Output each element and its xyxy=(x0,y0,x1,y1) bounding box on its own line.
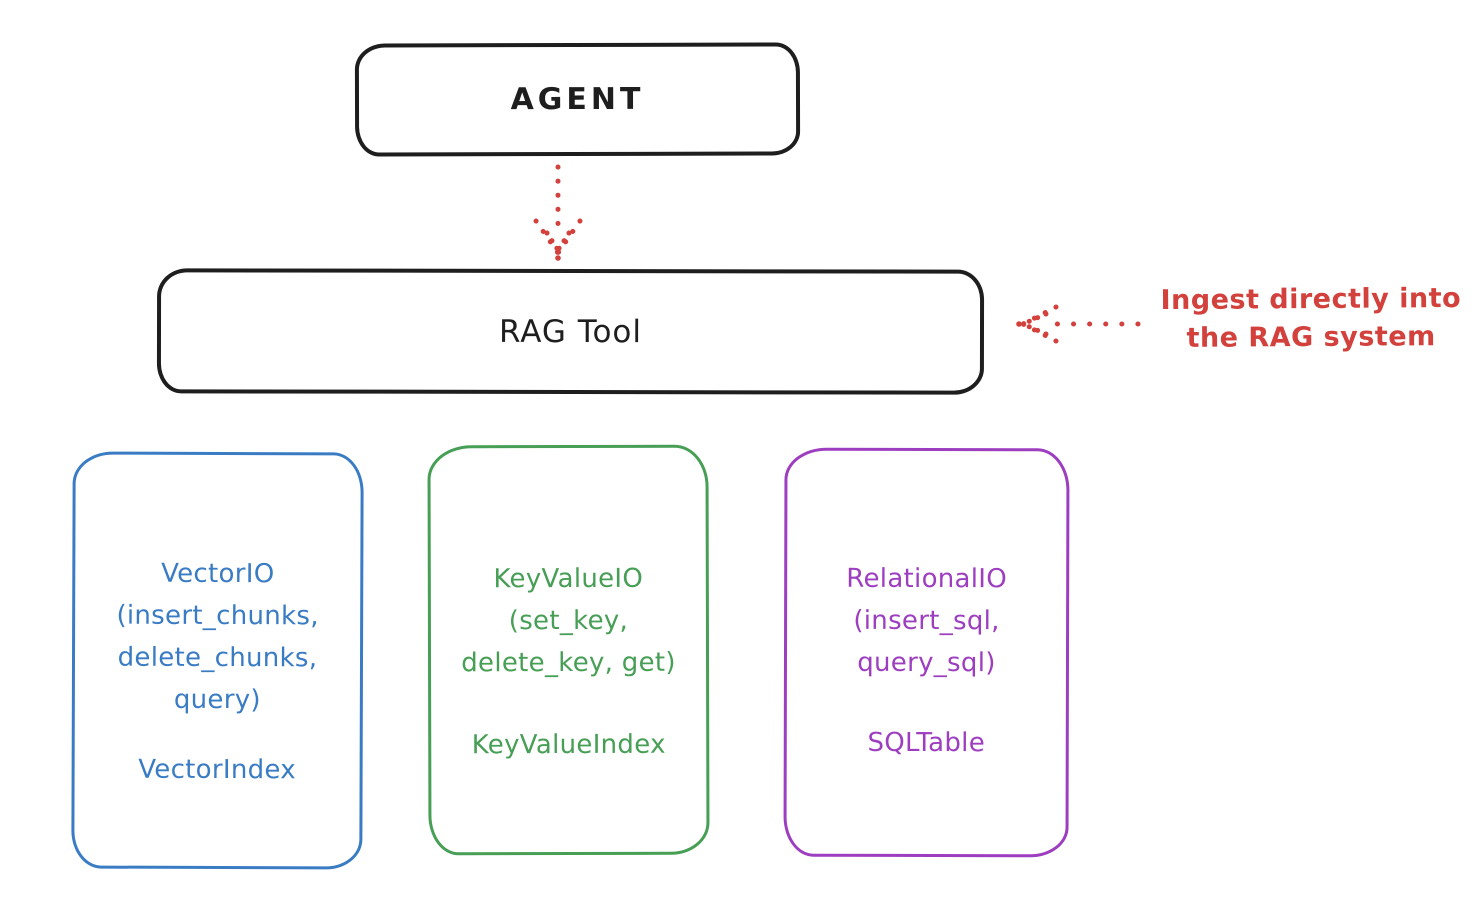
rag-tool-label: RAG Tool xyxy=(498,313,643,350)
ingest-arrow-icon xyxy=(1016,304,1141,344)
keyvalue-io-label: KeyValueIO (set_key, delete_key, get) xyxy=(461,563,676,679)
rag-tool-node: RAG Tool xyxy=(156,268,985,395)
agent-to-rag-arrow-icon xyxy=(533,164,583,261)
vector-io-box: VectorIO (insert_chunks, delete_chunks, … xyxy=(71,451,364,870)
ingest-annotation: Ingest directly into the RAG system xyxy=(1138,280,1484,358)
ingest-annotation-line2: the RAG system xyxy=(1186,321,1436,354)
vector-index-label: VectorIndex xyxy=(138,754,297,786)
agent-node: AGENT xyxy=(354,42,801,157)
keyvalue-index-label: KeyValueIndex xyxy=(471,729,666,761)
relational-io-label: RelationalIO (insert_sql, query_sql) xyxy=(846,563,1008,679)
sql-table-label: SQLTable xyxy=(867,727,986,759)
relational-io-box: RelationalIO (insert_sql, query_sql) SQL… xyxy=(783,447,1070,858)
vector-io-label: VectorIO (insert_chunks, delete_chunks, … xyxy=(116,558,319,716)
keyvalue-io-box: KeyValueIO (set_key, delete_key, get) Ke… xyxy=(427,444,710,856)
agent-label: AGENT xyxy=(510,81,645,118)
ingest-annotation-line1: Ingest directly into xyxy=(1160,282,1462,317)
